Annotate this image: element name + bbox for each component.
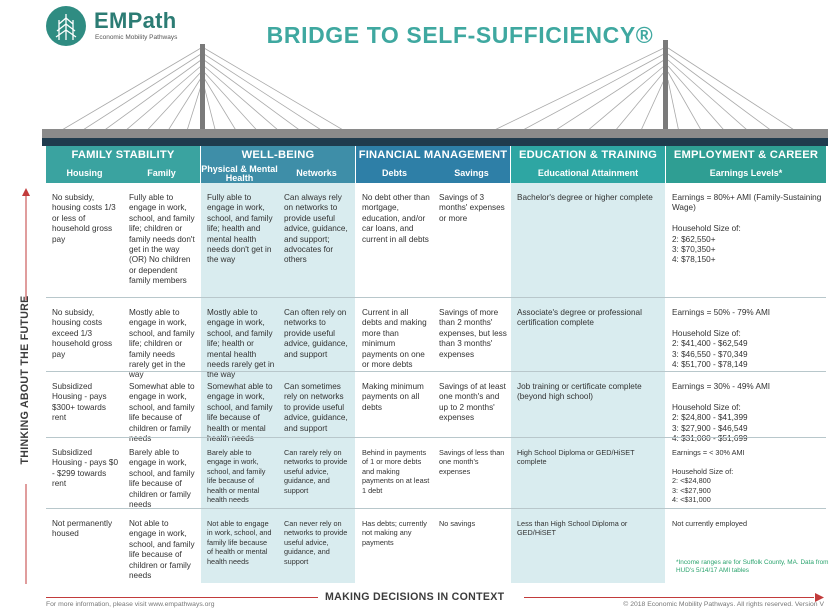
cell-health: Mostly able to engage in work, school, a… (207, 308, 275, 380)
cell-earnings: Earnings = < 30% AMI Household Size of: … (672, 448, 745, 505)
footer-website: For more information, please visit www.e… (46, 601, 215, 608)
cell-health: Not able to engage in work, school, and … (207, 519, 272, 566)
income-note: *Income ranges are for Suffolk County, M… (676, 559, 829, 575)
subheader-networks: Networks (296, 168, 337, 178)
cell-education: Associate's degree or professional certi… (517, 308, 642, 328)
subheader-educational-attainment: Educational Attainment (537, 168, 639, 178)
subheader-debts: Debts (381, 168, 407, 178)
subheader-earnings-levels: Earnings Levels* (709, 168, 783, 178)
cell-debts: Has debts; currently not making any paym… (362, 519, 427, 547)
bottom-arrow-line-left (46, 597, 318, 598)
brand-name: EMPath (94, 8, 177, 33)
header-education-training: EDUCATION & TRAINING Educational Attainm… (511, 146, 665, 183)
cell-education: Less than High School Diploma or GED/HiS… (517, 519, 628, 538)
bridge-illustration (42, 40, 828, 146)
row-divider (46, 508, 826, 509)
subheader-savings: Savings (454, 168, 489, 178)
subheader-family: Family (147, 168, 176, 178)
cell-education: High School Diploma or GED/HiSET complet… (517, 448, 635, 467)
cell-debts: Behind in payments of 1 or more debts an… (362, 448, 430, 495)
cell-savings: No savings (439, 519, 476, 528)
right-arrow-icon (815, 593, 824, 602)
cell-housing: Subsidized Housing - pays $300+ towards … (52, 382, 107, 423)
cell-earnings: Earnings = 50% - 79% AMI Household Size … (672, 308, 771, 370)
cell-education: Job training or certificate complete (be… (517, 382, 642, 402)
cell-debts: Current in all debts and making more tha… (362, 308, 427, 370)
cell-family: Not able to engage in work, school, and … (129, 519, 195, 581)
header-employment-career: EMPLOYMENT & CAREER Earnings Levels* (666, 146, 826, 183)
cell-housing: Subsidized Housing - pays $0 - $299 towa… (52, 448, 118, 489)
up-arrow-icon (22, 188, 30, 584)
cell-savings: Savings of more than 2 months' expenses,… (439, 308, 507, 359)
cell-networks: Can often rely on networks to provide us… (284, 308, 348, 359)
cell-family: Mostly able to engage in work, school, a… (129, 308, 195, 380)
row-divider (46, 437, 826, 438)
cell-savings: Savings of 3 months' expenses or more (439, 193, 505, 223)
cell-family: Fully able to engage in work, school, an… (129, 193, 195, 286)
row-divider (46, 371, 826, 372)
education-column-tint (511, 183, 665, 583)
cell-health: Barely able to engage in work, school, a… (207, 448, 266, 505)
cell-housing: No subsidy, housing costs 1/3 or less of… (52, 193, 116, 244)
cell-earnings: Earnings = 80%+ AMI (Family-Sustaining W… (672, 193, 822, 265)
well-being-column-tint (201, 183, 355, 583)
cell-family: Barely able to engage in work, school, a… (129, 448, 195, 510)
cell-networks: Can rarely rely on networks to provide u… (284, 448, 348, 495)
cell-housing: No subsidy, housing costs exceed 1/3 hou… (52, 308, 113, 359)
cell-debts: Making minimum payments on all debts (362, 382, 424, 412)
bottom-arrow-line-right (524, 597, 814, 598)
cell-health: Somewhat able to engage in work, school,… (207, 382, 273, 444)
cell-debts: No debt other than mortgage, education, … (362, 193, 430, 244)
making-decisions-label: MAKING DECISIONS IN CONTEXT (325, 591, 505, 603)
cell-savings: Savings of less than one month's expense… (439, 448, 505, 476)
cell-networks: Can sometimes rely on networks to provid… (284, 382, 348, 433)
cell-networks: Can always rely on networks to provide u… (284, 193, 348, 265)
cell-earnings: Not currently employed (672, 519, 748, 528)
cell-networks: Can never rely on networks to provide us… (284, 519, 348, 566)
page-title: BRIDGE TO SELF-SUFFICIENCY® (266, 22, 654, 48)
cell-education: Bachelor's degree or higher complete (517, 193, 653, 202)
cell-earnings: Earnings = 30% - 49% AMI Household Size … (672, 382, 771, 444)
subheader-physical-mental-health: Physical & Mental Health (201, 163, 278, 183)
cell-housing: Not permanently housed (52, 519, 113, 539)
cell-family: Somewhat able to engage in work, school,… (129, 382, 195, 444)
empath-logo-icon (46, 6, 86, 46)
thinking-about-future-label: THINKING ABOUT THE FUTURE (19, 295, 31, 465)
cell-savings: Savings of at least one month's and up t… (439, 382, 506, 423)
footer-copyright: © 2018 Economic Mobility Pathways. All r… (623, 601, 824, 608)
subheader-housing: Housing (66, 168, 103, 178)
cell-health: Fully able to engage in work, school, an… (207, 193, 273, 265)
row-divider (46, 297, 826, 298)
brand-subtitle: Economic Mobility Pathways (95, 34, 178, 41)
